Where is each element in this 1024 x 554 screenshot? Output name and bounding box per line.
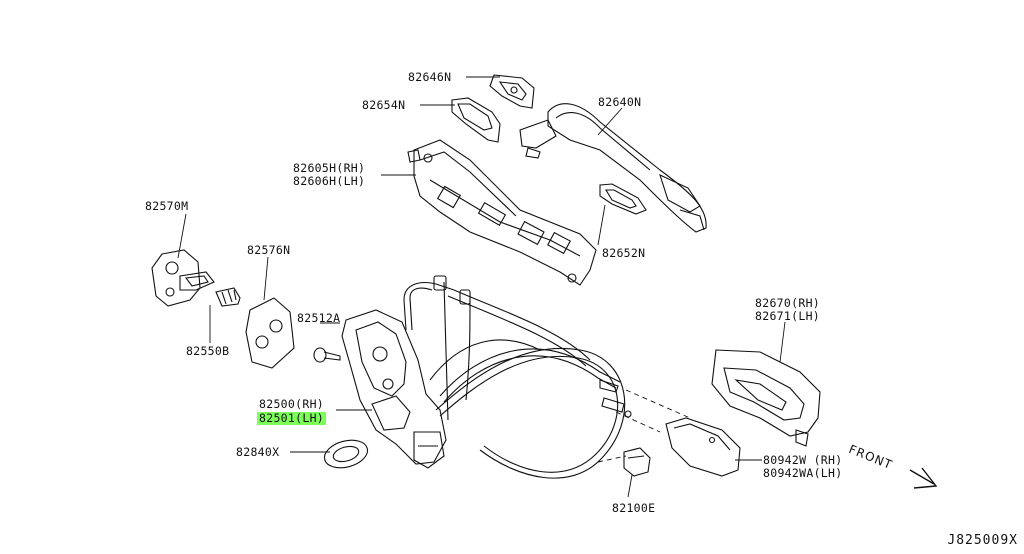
label-82840x: 82840X (236, 445, 280, 459)
cables (403, 281, 626, 479)
part-82550b-screw (215, 287, 241, 307)
dashed-guides (597, 389, 691, 463)
label-82606h: 82606H(LH) (293, 174, 366, 188)
cable-ends (433, 275, 632, 418)
label-82640n: 82640N (598, 95, 642, 109)
label-80942w: 80942W (RH) (763, 453, 843, 467)
part-82500-lock (341, 309, 447, 469)
label-82100e: 82100E (612, 501, 656, 515)
part-82840x-grommet (323, 439, 369, 469)
label-82671: 82671(LH) (755, 309, 821, 323)
label-82646n: 82646N (408, 70, 452, 84)
label-82576n: 82576N (247, 243, 291, 257)
label-82500: 82500(RH) (259, 397, 325, 411)
part-82652n-gasket (599, 183, 647, 215)
part-82512a-bolt (313, 347, 341, 363)
part-82100e-clip (623, 447, 651, 477)
label-82512a: 82512A (297, 311, 341, 325)
label-82501-highlighted: 82501(LH) (257, 411, 327, 425)
label-82670: 82670(RH) (755, 296, 821, 310)
part-82670-inside-handle (711, 349, 821, 447)
part-82605h-bracket (407, 139, 597, 286)
part-82654n-gasket (451, 97, 501, 143)
label-80942wa: 80942WA(LH) (763, 466, 843, 480)
label-82550b: 82550B (186, 344, 230, 358)
part-82640n-handle (519, 103, 707, 233)
part-80942w-cover (665, 417, 741, 477)
label-82570m: 82570M (145, 199, 189, 213)
label-82605h: 82605H(RH) (293, 161, 366, 175)
part-82576n-pad (245, 297, 295, 369)
diagram-code: J825009X (947, 533, 1018, 548)
part-82570m-striker (151, 249, 215, 307)
label-82654n: 82654N (362, 98, 406, 112)
front-arrow (909, 467, 938, 489)
leader-lines (177, 76, 786, 498)
label-82652n: 82652N (602, 246, 646, 260)
part-82646n-cap (489, 74, 535, 109)
